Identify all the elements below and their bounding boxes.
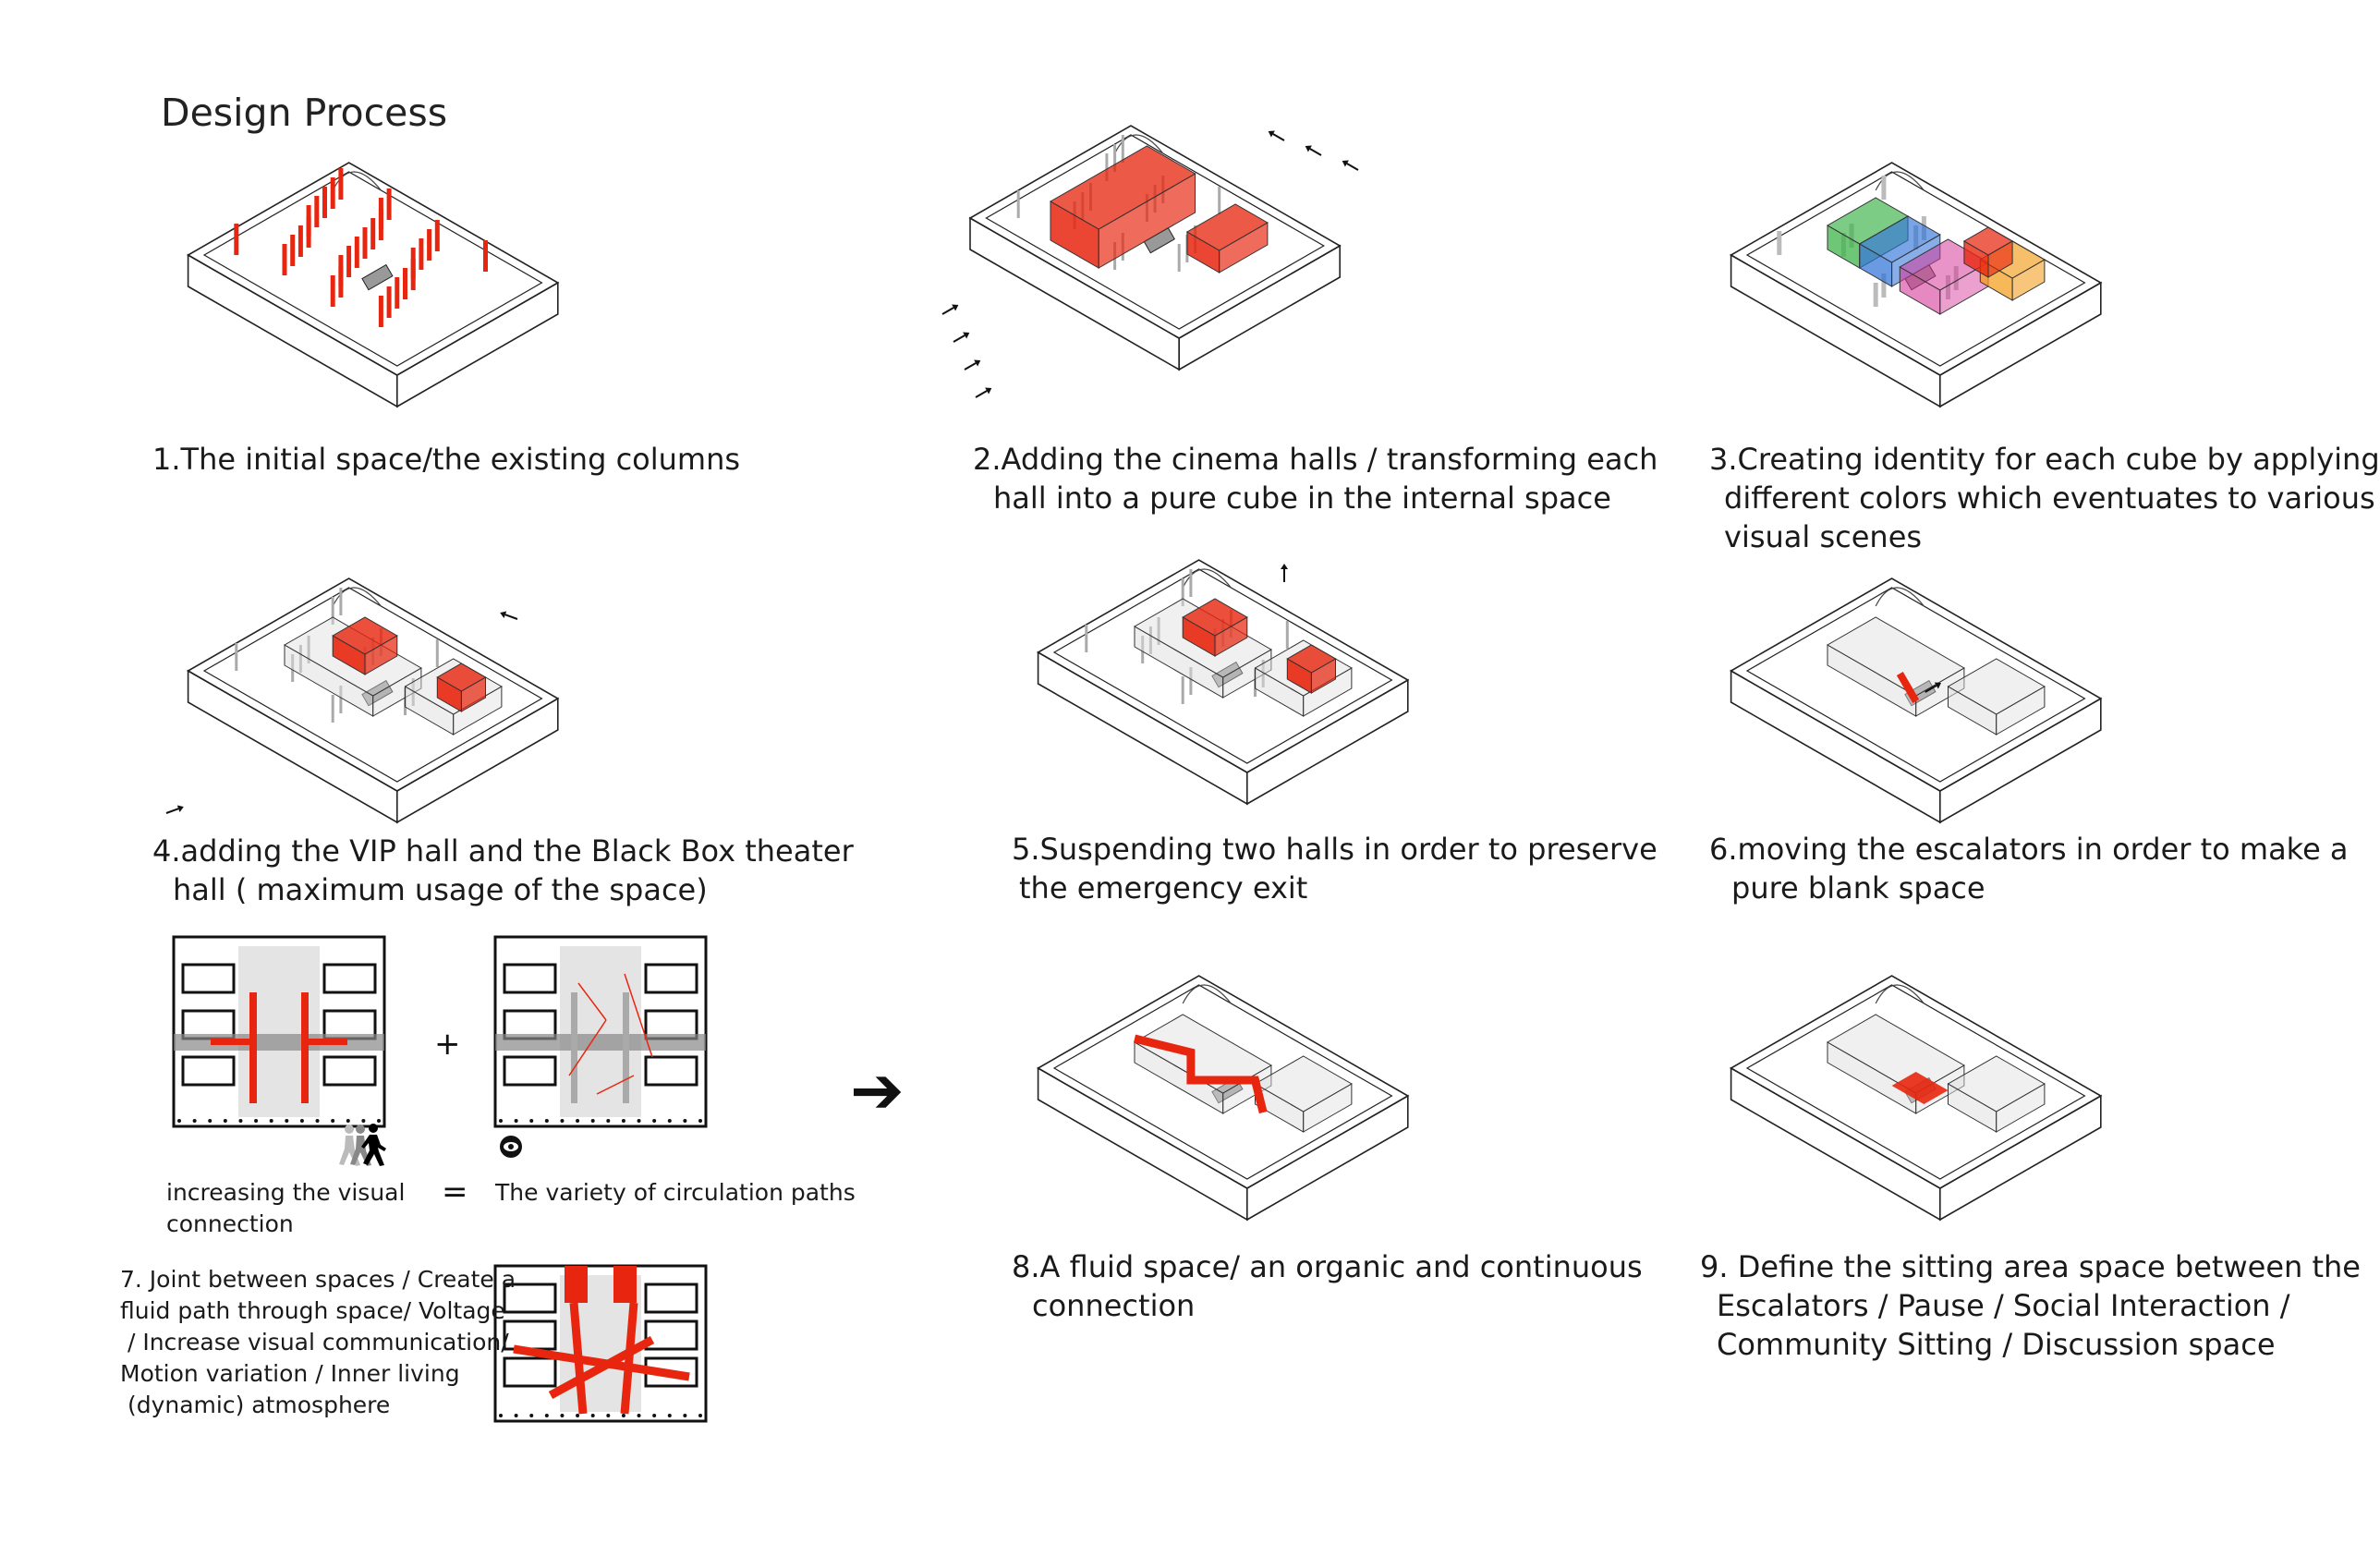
label-visual-connection: increasing the visual connection	[166, 1179, 406, 1237]
caption-step-4: 4.adding the VIP hall and the Black Box …	[152, 833, 854, 907]
plan-frame	[493, 935, 708, 1128]
diagram-step-4	[165, 577, 560, 824]
eye-icon	[500, 1136, 522, 1158]
cinema-hall-block	[1185, 203, 1269, 274]
curved-wall	[1875, 587, 1925, 607]
arrow-icon	[964, 359, 981, 371]
caption-step-8: 8.A fluid space/ an organic and continuo…	[1012, 1249, 1643, 1323]
arrow-icon	[500, 611, 518, 620]
curved-wall	[332, 171, 382, 191]
right-arrow-icon: ➔	[850, 1052, 905, 1128]
hall-room	[503, 1055, 557, 1087]
arrow-icon	[941, 304, 959, 315]
color-cube-red	[1962, 226, 2014, 278]
caption-step-3: 3.Creating identity for each cube by app…	[1709, 442, 2380, 554]
hall-outline	[1254, 1055, 1353, 1133]
plan-frame	[172, 935, 386, 1128]
curved-wall	[1875, 984, 1925, 1004]
escalator	[361, 263, 394, 291]
black-box-block	[1286, 644, 1337, 694]
diagram-step-8	[1036, 975, 1410, 1222]
caption-step-6: 6.moving the escalators in order to make…	[1709, 832, 2349, 906]
arrow-icon	[1342, 160, 1359, 171]
hall-room	[322, 963, 377, 994]
curved-wall	[1182, 984, 1232, 1004]
building-shell	[1729, 577, 2103, 824]
columns	[234, 168, 488, 327]
diagram-step-9	[1729, 975, 2103, 1222]
hall-outline	[1133, 1014, 1272, 1114]
caption-step-5: 5.Suspending two halls in order to prese…	[1012, 832, 1658, 906]
hall-outline	[1826, 616, 1965, 717]
caption-step-9: 9. Define the sitting area space between…	[1700, 1249, 2361, 1362]
building-shell	[1036, 559, 1410, 806]
plan-fluid-path	[493, 1264, 708, 1423]
hall-room	[503, 1356, 557, 1388]
page-title: Design Process	[161, 91, 448, 135]
hall-room	[644, 1283, 698, 1314]
curved-wall	[1875, 171, 1925, 191]
vip-hall-block	[332, 616, 398, 675]
caption-step-7: 7. Joint between spaces / Create a fluid…	[120, 1266, 516, 1418]
vip-hall-block	[1182, 598, 1248, 657]
arrow-icon	[975, 387, 992, 398]
plus-sign: +	[434, 1026, 461, 1063]
curved-wall	[332, 587, 382, 607]
diagram-step-1	[186, 162, 560, 408]
red-path	[1133, 1034, 1268, 1114]
label-circulation-paths: The variety of circulation paths	[495, 1179, 856, 1206]
arrow-icon	[165, 805, 184, 814]
black-box-block	[436, 663, 487, 712]
hall-outline	[1947, 1055, 2046, 1133]
hall-room	[181, 963, 236, 994]
hall-room	[322, 1055, 377, 1087]
hall-room	[644, 963, 698, 994]
hall-room	[181, 1055, 236, 1087]
curved-wall	[1114, 134, 1164, 154]
red-path	[1891, 1072, 1949, 1104]
hall-room	[503, 963, 557, 994]
walking-people-icon	[339, 1124, 386, 1166]
curved-wall	[1182, 568, 1232, 589]
caption-step-2: 2.Adding the cinema halls / transforming…	[973, 442, 1658, 516]
diagram-step-2	[941, 125, 1359, 398]
plan-frame	[493, 1264, 708, 1423]
diagram-step-3	[1729, 162, 2103, 408]
caption-step-1: 1.The initial space/the existing columns	[152, 442, 741, 477]
arrow-icon	[1268, 130, 1285, 141]
hall-room	[503, 1283, 557, 1314]
arrow-icon	[1305, 145, 1322, 156]
arrow-icon	[1925, 682, 1942, 693]
diagram-step-5	[1036, 559, 1410, 806]
plan-visual-connection	[172, 935, 386, 1128]
hall-room	[644, 1055, 698, 1087]
red-path	[1896, 671, 1920, 704]
arrow-icon	[1281, 564, 1288, 582]
hall-outline	[1947, 658, 2046, 736]
building-shell	[186, 162, 560, 408]
arrow-icon	[953, 332, 970, 343]
cinema-hall-block	[1049, 145, 1196, 269]
diagram-step-6	[1729, 577, 2103, 824]
hall-room	[644, 1319, 698, 1351]
plan-circulation-paths	[493, 935, 708, 1128]
equals-sign: =	[442, 1173, 468, 1210]
